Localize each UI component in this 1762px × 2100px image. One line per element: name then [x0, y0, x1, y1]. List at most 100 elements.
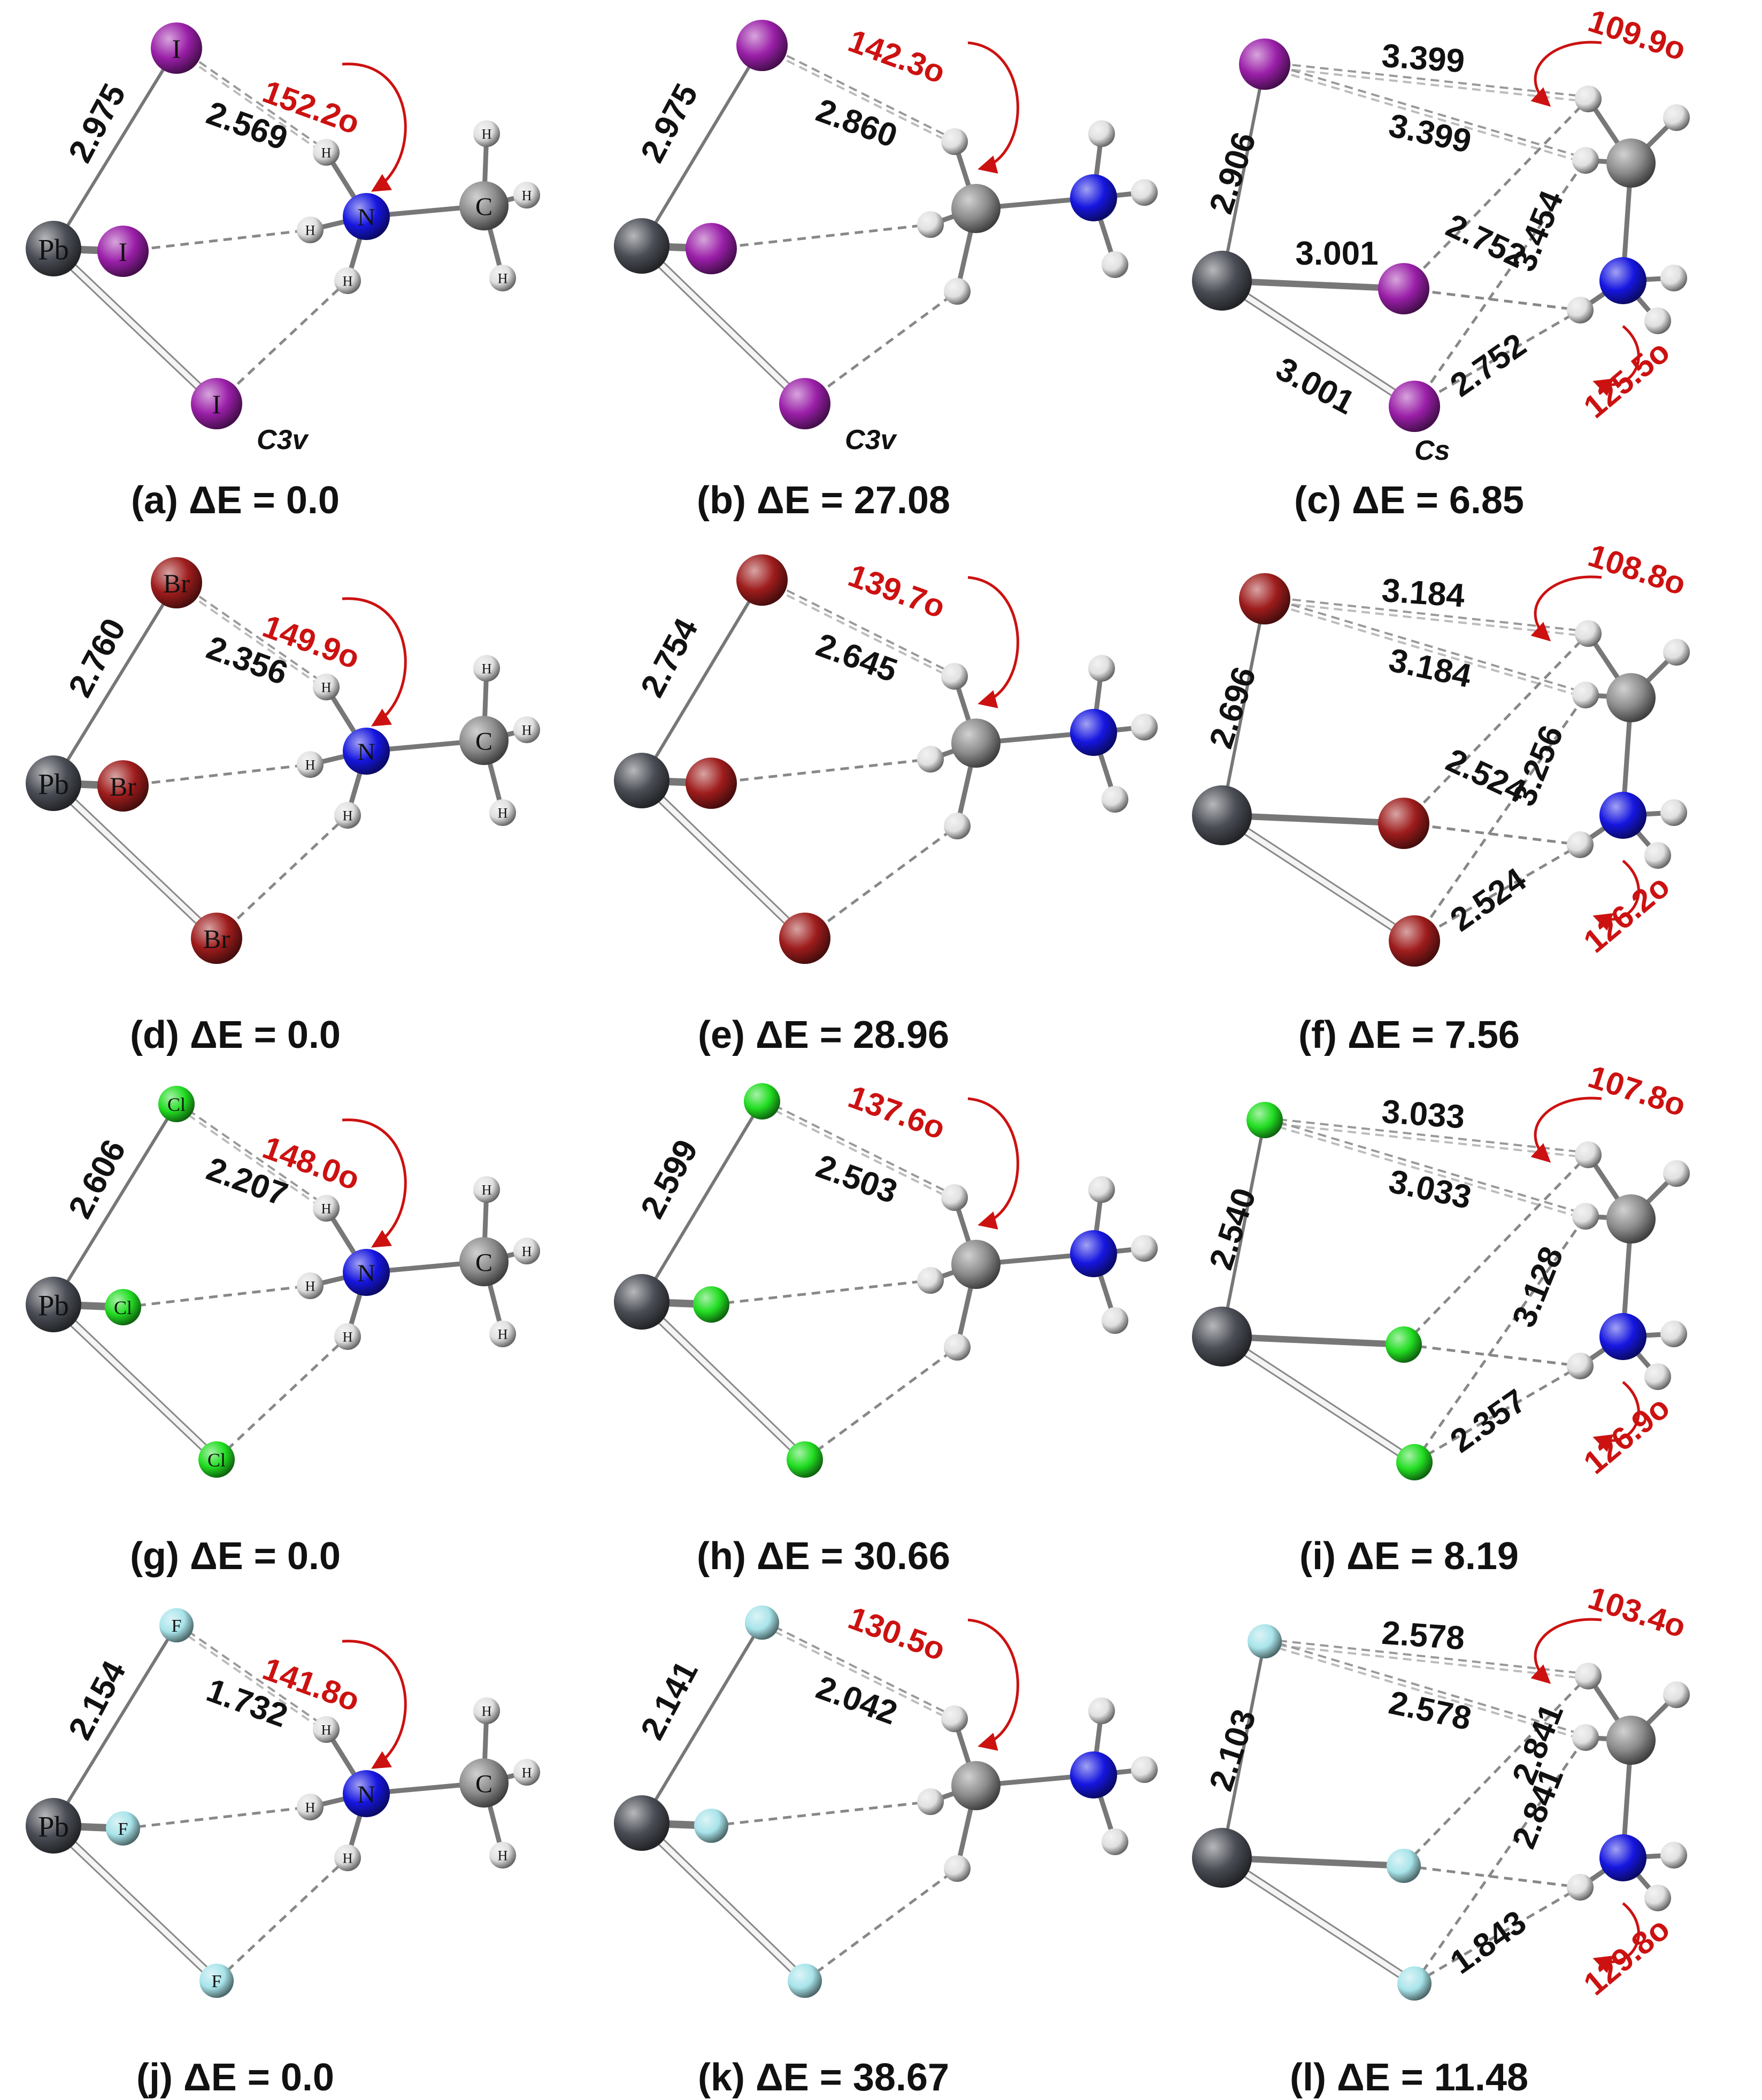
h-atom-c1 — [917, 746, 944, 773]
h-atom-n0 — [1088, 655, 1115, 682]
pb-atom — [614, 753, 670, 808]
halide-mid-atom — [97, 226, 149, 277]
pb-x-bot-bond-inner — [51, 1824, 219, 1983]
h-atom-c0 — [941, 1184, 968, 1211]
hbond-top-2 — [761, 1103, 955, 1201]
h-atom-c2-label: H — [498, 1327, 508, 1342]
panel-i: 2.5403.0333.0333.1282.357107.8o126.9o(i)… — [1192, 1059, 1690, 1578]
bond-length-hbond: 2.860 — [811, 92, 902, 155]
bond-length-pb-x: 2.760 — [61, 613, 133, 703]
c-atom — [459, 1758, 509, 1808]
angle-arrow-top — [967, 41, 1019, 174]
hbond-mid — [1403, 822, 1581, 846]
panel-caption: (i) ΔE = 8.19 — [1299, 1535, 1519, 1578]
c-atom — [951, 1240, 1001, 1289]
c-atom — [1606, 1716, 1656, 1765]
pb-atom — [26, 221, 81, 276]
h-atom-n1 — [1131, 1756, 1158, 1783]
h-atom-n1-label: H — [305, 1279, 316, 1294]
n-atom-label: N — [357, 1260, 375, 1287]
c-atom-label: C — [475, 192, 493, 221]
halide-bot-atom — [788, 1964, 822, 1998]
hbond-top-2 — [761, 582, 955, 680]
pb-x-mid-bond — [1219, 277, 1407, 292]
pb-x-top-bond — [52, 1624, 178, 1827]
halide-top-atom — [1247, 1102, 1283, 1138]
halide-top-atom — [1239, 38, 1290, 90]
h-atom-n0 — [313, 1195, 340, 1222]
halide-bot-atom — [1397, 1966, 1432, 2001]
h-atom-c1-label: H — [522, 1244, 532, 1260]
c-atom — [459, 1237, 509, 1286]
h-atom-c1 — [513, 1238, 540, 1264]
h-atom-n1 — [297, 751, 324, 778]
hbond-diag — [1413, 1215, 1587, 1463]
h-atom-n1 — [297, 217, 324, 243]
h-atom-c2 — [944, 1334, 971, 1361]
bond-length-diag: 3.256 — [1505, 720, 1571, 811]
h-atom-c1 — [1572, 147, 1599, 174]
pb-x-top-bond — [52, 47, 178, 250]
h-atom-n2-label: H — [343, 1851, 353, 1866]
panel-caption: (g) ΔE = 0.0 — [130, 1535, 341, 1578]
angle-top: 108.8o — [1584, 537, 1690, 602]
pb-x-bot-bond-inner — [1220, 1334, 1416, 1465]
halide-mid-atom-label: F — [118, 1819, 128, 1839]
h-atom-n2 — [1102, 1307, 1128, 1334]
bond-length-pb-x-top: 2.540 — [1203, 1184, 1264, 1274]
h-atom-n0 — [1088, 1176, 1115, 1203]
h-atom-n2 — [334, 1844, 361, 1871]
halide-top-atom — [151, 22, 202, 74]
pb-x-bot-bond-inner — [1220, 1855, 1416, 1986]
angle-arrow-bot — [1592, 325, 1640, 396]
pb-atom — [1192, 251, 1252, 311]
h-atom-n0 — [1567, 831, 1594, 858]
pb-atom-label: Pb — [38, 1810, 69, 1843]
pb-atom — [26, 1277, 81, 1332]
bond-length-hbond: 2.503 — [811, 1148, 902, 1211]
angle-arrow-top — [342, 1118, 407, 1248]
h-atom-c1-label: H — [522, 1765, 532, 1781]
n-atom — [1599, 792, 1646, 839]
hbond-mid — [1403, 1343, 1581, 1368]
pb-x-bot-bond-inner — [1220, 813, 1416, 944]
angle-top: 139.7o — [844, 557, 950, 625]
angle-arrow-top — [342, 63, 407, 192]
hbond-bot — [216, 1857, 349, 1982]
angle-top: 103.4o — [1584, 1580, 1690, 1645]
h-atom-c0 — [941, 1705, 968, 1732]
h-atom-c0 — [473, 655, 500, 682]
h-atom-n0 — [1567, 1874, 1594, 1901]
halide-bot-atom — [199, 1964, 234, 1998]
angle-arrow-top — [342, 1640, 407, 1769]
bond-length-pb-x: 2.154 — [61, 1655, 133, 1746]
h-atom-c0 — [473, 1697, 500, 1724]
hbond-top-1 — [761, 577, 955, 675]
pb-atom — [26, 1798, 81, 1854]
bond-length-diag: 3.128 — [1505, 1241, 1571, 1332]
h-atom-n2-label: H — [343, 1330, 353, 1345]
pb-x-mid-bond — [1219, 812, 1407, 827]
halide-top-atom — [1239, 573, 1290, 624]
hbond-mid — [122, 763, 311, 788]
halide-top-atom — [158, 1086, 195, 1122]
hbond-top-1 — [175, 1622, 327, 1728]
h-atom-n1 — [1131, 179, 1158, 206]
hbond-bot — [804, 824, 958, 940]
h-atom-c2-label: H — [498, 1848, 508, 1864]
c-atom — [951, 719, 1001, 768]
h-atom-n0 — [1567, 297, 1594, 323]
angle-top: 109.9o — [1584, 3, 1690, 67]
h-atom-n2 — [1102, 251, 1128, 278]
h-atom-n1-label: H — [305, 223, 316, 238]
halide-top-atom — [745, 1605, 779, 1640]
halide-bot-atom — [191, 913, 242, 964]
hbond-diag — [1413, 694, 1587, 942]
point-group-label: C3v — [257, 424, 309, 455]
halide-top-atom — [159, 1608, 194, 1642]
h-atom-c0-label: H — [482, 1183, 492, 1198]
c-atom-label: C — [475, 727, 493, 755]
